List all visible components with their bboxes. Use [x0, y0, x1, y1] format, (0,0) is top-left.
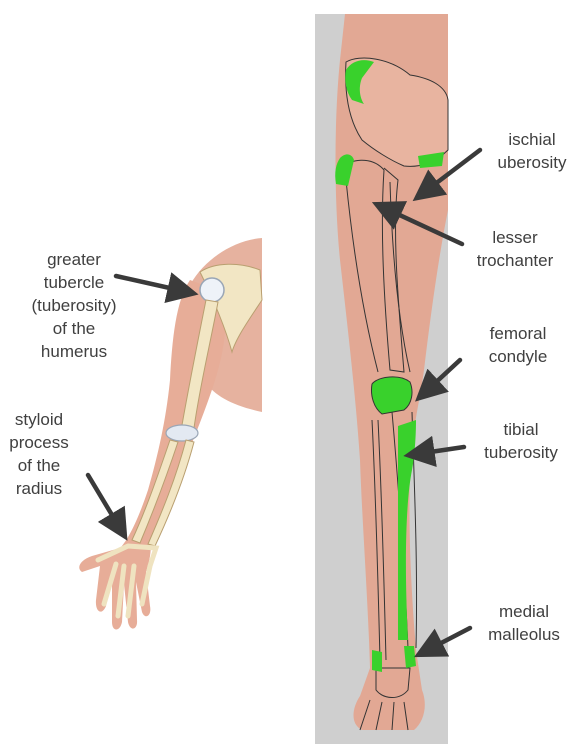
- label-ischial-tuberosity: ischial uberosity: [497, 130, 567, 172]
- arrow-femoral-condyle: [415, 357, 463, 402]
- hand-bones: [95, 543, 160, 619]
- tibial-tuberosity-highlight: [398, 420, 416, 640]
- arrow-greater-tubercle: [113, 272, 199, 303]
- pointer-arrows: [85, 147, 483, 658]
- ischial-tuberosity-highlight: [418, 152, 444, 168]
- foot-bones: [359, 667, 411, 731]
- greater-trochanter-highlight: [335, 154, 354, 186]
- fibula: [371, 419, 387, 661]
- label-greater-tubercle: greater tubercle (tuberosity) of the hum…: [31, 250, 117, 361]
- label-tibial-tuberosity: tibial tuberosity: [484, 420, 558, 462]
- radius: [131, 439, 179, 544]
- arrow-medial-malleolus: [414, 625, 473, 658]
- label-femoral-condyle: femoral condyle: [488, 324, 548, 366]
- femur: [337, 159, 405, 373]
- label-lesser-trochanter: lesser trochanter: [476, 228, 554, 270]
- label-medial-malleolus: medial malleolus: [488, 602, 560, 644]
- arm-illustration: [79, 238, 263, 630]
- femoral-condyle-highlight: [371, 376, 413, 415]
- arrow-lesser-trochanter: [371, 201, 465, 247]
- arrow-styloid-process: [85, 472, 128, 541]
- arrow-tibial-tuberosity: [403, 435, 467, 467]
- malleolus-highlight-right: [404, 646, 416, 668]
- arm-skin: [79, 280, 226, 630]
- iliac-crest-highlight: [345, 60, 374, 104]
- label-styloid-process: styloid process of the radius: [9, 410, 69, 498]
- arrow-ischial-tuberosity: [412, 147, 483, 202]
- humerus-head: [199, 277, 225, 303]
- medial-malleolus-highlight: [372, 650, 382, 672]
- leg-illustration: [315, 14, 449, 744]
- elbow-joint: [165, 424, 199, 442]
